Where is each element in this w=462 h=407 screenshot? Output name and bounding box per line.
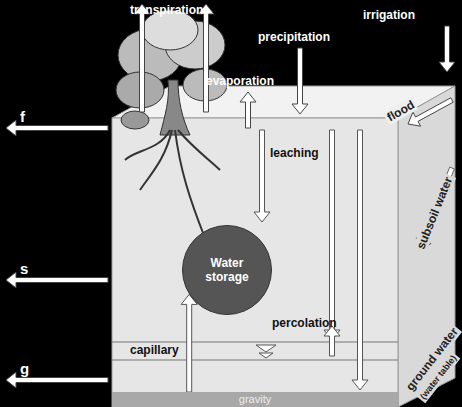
- flow-arrow: [198, 4, 214, 112]
- gravity-band: gravity: [112, 392, 398, 407]
- flow-arrow: [324, 326, 340, 356]
- flow-label: leaching: [270, 146, 319, 160]
- flow-label: transpiration: [130, 3, 203, 17]
- water-table-line: [112, 342, 398, 343]
- flow-label: capillary: [130, 343, 179, 357]
- storage-circle: Water storage: [182, 225, 272, 315]
- tree: [116, 10, 227, 246]
- water-table-symbol: [256, 345, 276, 352]
- flow-label: percolation: [272, 316, 337, 330]
- flow-arrow: [181, 294, 197, 392]
- capillary-arrow: [181, 294, 197, 392]
- flow-label: evaporation: [206, 74, 274, 88]
- flow-label: irrigation: [363, 8, 415, 22]
- flow-label: precipitation: [258, 30, 330, 44]
- node-text: gravity: [239, 393, 271, 406]
- water-table-symbol: [259, 353, 273, 358]
- flow-arrows: [6, 4, 455, 390]
- water-table-line: [112, 360, 398, 361]
- flow-arrow: [134, 4, 150, 112]
- flow-arrow: [254, 130, 270, 222]
- block-front: [112, 118, 398, 407]
- flow-label: f: [20, 108, 25, 125]
- flow-arrow: [439, 26, 455, 72]
- flow-label: g: [20, 360, 29, 377]
- node-text: Water storage: [191, 256, 263, 284]
- flow-arrow: [292, 48, 308, 114]
- flow-arrow: [324, 130, 340, 340]
- flow-arrow: [352, 130, 368, 390]
- flow-label: s: [20, 260, 28, 277]
- flow-arrow: [240, 92, 256, 128]
